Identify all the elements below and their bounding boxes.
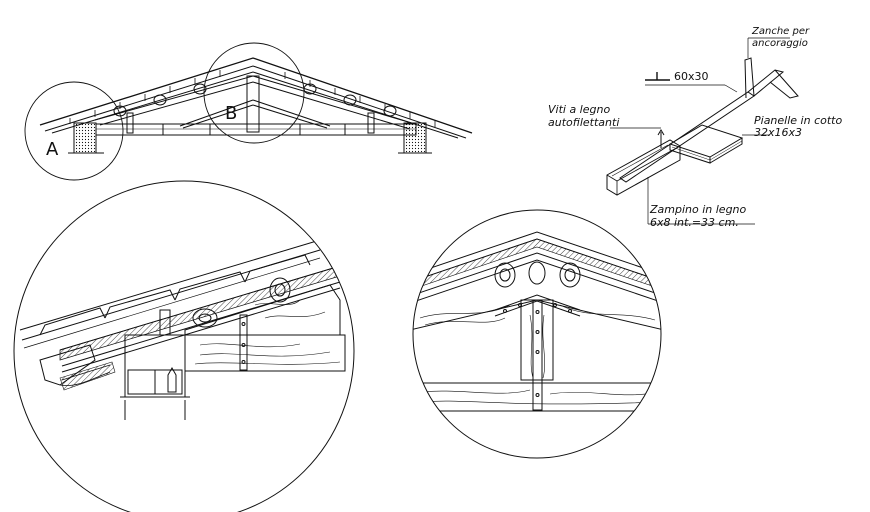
anchors-label-line1: Zanche per — [751, 26, 810, 37]
detail-b-ridge — [412, 209, 662, 459]
detail-a-eave — [13, 180, 355, 512]
rafter-label-line1: Zampino in legno — [649, 203, 747, 216]
anchor-component-detail — [606, 37, 799, 225]
tiles-label-line1: Pianelle in cotto — [754, 114, 842, 127]
tiles-label-line2: 32x16x3 — [754, 126, 802, 139]
screws-label-line2: autofilettanti — [548, 116, 619, 129]
callout-b-label: B — [225, 103, 237, 124]
anchors-label-line2: ancoraggio — [752, 38, 808, 49]
screws-label-line1: Viti a legno — [548, 103, 610, 116]
callout-a-label: A — [46, 139, 59, 160]
rafter-label-line2: 6x8 int.=33 cm. — [650, 216, 739, 229]
truss-elevation — [24, 42, 473, 181]
profile-size-label: 60x30 — [674, 70, 709, 83]
